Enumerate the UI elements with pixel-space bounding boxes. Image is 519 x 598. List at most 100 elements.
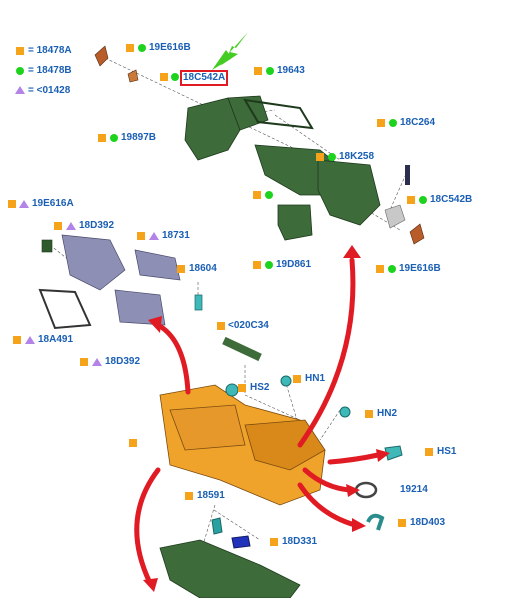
callout-020c34[interactable]: <020C34 [228, 320, 269, 331]
marker-dot [110, 134, 118, 142]
marker-square [126, 44, 134, 52]
legend-purple-triangle [15, 86, 25, 94]
marker-square [293, 375, 301, 383]
arrow-to-18d403 [297, 482, 358, 528]
gasket-18a491[interactable] [38, 288, 92, 330]
marker-dot [171, 73, 179, 81]
marker-square [316, 153, 324, 161]
marker-square [425, 448, 433, 456]
callout-hs1[interactable]: HS1 [437, 446, 457, 457]
fittings [211, 336, 403, 549]
actuators [41, 45, 425, 253]
callout-18d392-top[interactable]: 18D392 [79, 220, 115, 231]
marker-square [80, 358, 88, 366]
callout-18c542b[interactable]: 18C542B [430, 194, 473, 205]
callout-19214[interactable]: 19214 [400, 484, 428, 495]
callout-18c542a[interactable]: 18C542A [180, 70, 229, 86]
marker-triangle [66, 222, 76, 230]
arrow-to-hs1 [327, 452, 381, 465]
marker-triangle [149, 232, 159, 240]
marker-dot [266, 67, 274, 75]
marker-dot [265, 191, 273, 199]
bracket-18731[interactable] [134, 249, 181, 281]
marker-square [253, 191, 261, 199]
arrow-to-ducts [297, 257, 356, 448]
callout-hs2[interactable]: HS2 [250, 382, 270, 393]
fitting-18604[interactable] [194, 294, 203, 311]
cable-18c264[interactable] [405, 165, 410, 185]
marker-square [13, 336, 21, 344]
hose-18d403[interactable] [366, 513, 385, 531]
marker-square [407, 196, 415, 204]
callout-19e616b-top[interactable]: 19E616B [149, 42, 191, 53]
marker-square [270, 538, 278, 546]
arrow-to-brackets [155, 322, 191, 395]
marker-square [398, 519, 406, 527]
callout-18d331[interactable]: 18D331 [282, 536, 318, 547]
marker-square [254, 67, 262, 75]
hvac-housing [159, 384, 326, 506]
marker-square [376, 265, 384, 273]
fitting-18591[interactable] [211, 517, 223, 535]
legend-green-dot [16, 67, 24, 75]
marker-square [365, 410, 373, 418]
arrow-to-19214 [302, 467, 353, 493]
floor-duct[interactable] [159, 539, 301, 598]
callout-18d403[interactable]: 18D403 [410, 517, 446, 528]
legend-text-orange: = 18478A [28, 45, 72, 56]
duct-assembly-top [184, 95, 381, 241]
actuator-18c542a[interactable] [127, 69, 139, 83]
bracket-18d392-bottom[interactable] [114, 289, 166, 326]
marker-square [238, 384, 246, 392]
actuator-19e616b-right[interactable] [409, 223, 425, 245]
callout-19e616b-right[interactable]: 19E616B [399, 263, 441, 274]
marker-square [137, 232, 145, 240]
callout-18a491[interactable]: 18A491 [38, 334, 74, 345]
legend-orange-square [16, 47, 24, 55]
callout-hn2[interactable]: HN2 [377, 408, 398, 419]
filter-frame-19643[interactable] [243, 98, 314, 130]
bracket-assembly-left [38, 234, 203, 330]
fitting-hn2[interactable] [339, 406, 351, 418]
marker-triangle [19, 200, 29, 208]
callout-18k258[interactable]: 18K258 [339, 151, 375, 162]
callout-19e616a[interactable]: 19E616A [32, 198, 74, 209]
bracket-18d392-top[interactable] [61, 234, 126, 291]
clip-18d331[interactable] [231, 535, 251, 549]
marker-square [160, 73, 168, 81]
legend-text-purple: = <01428 [28, 85, 71, 96]
green-pointer-arrow [212, 32, 248, 70]
actuator-19e616a[interactable] [41, 239, 53, 253]
fitting-hs2[interactable] [225, 383, 239, 397]
marker-dot [265, 261, 273, 269]
actuator-18c542b[interactable] [384, 204, 406, 229]
marker-dot [328, 153, 336, 161]
arrow-to-floor [134, 467, 161, 586]
red-arrows [134, 257, 381, 586]
callout-19897b[interactable]: 19897B [121, 132, 157, 143]
marker-square [217, 322, 225, 330]
rail-020c34[interactable] [222, 336, 262, 362]
callout-18d392-bottom[interactable]: 18D392 [105, 356, 141, 367]
duct-19d861[interactable] [277, 204, 313, 241]
callout-hn1[interactable]: HN1 [305, 373, 326, 384]
marker-square [185, 492, 193, 500]
marker-square [98, 134, 106, 142]
callout-18604[interactable]: 18604 [189, 263, 217, 274]
marker-dot [388, 265, 396, 273]
actuator-19e616b-top[interactable] [94, 45, 109, 67]
marker-triangle [25, 336, 35, 344]
fitting-hn1[interactable] [280, 375, 292, 387]
marker-dot [389, 119, 397, 127]
fitting-hs1[interactable] [384, 445, 403, 461]
marker-square [54, 222, 62, 230]
callout-19d861[interactable]: 19D861 [276, 259, 312, 270]
callout-18c264[interactable]: 18C264 [400, 117, 436, 128]
callout-19643[interactable]: 19643 [277, 65, 305, 76]
marker-square [253, 261, 261, 269]
marker-square [377, 119, 385, 127]
callout-18731[interactable]: 18731 [162, 230, 190, 241]
callout-18591[interactable]: 18591 [197, 490, 225, 501]
marker-triangle [92, 358, 102, 366]
